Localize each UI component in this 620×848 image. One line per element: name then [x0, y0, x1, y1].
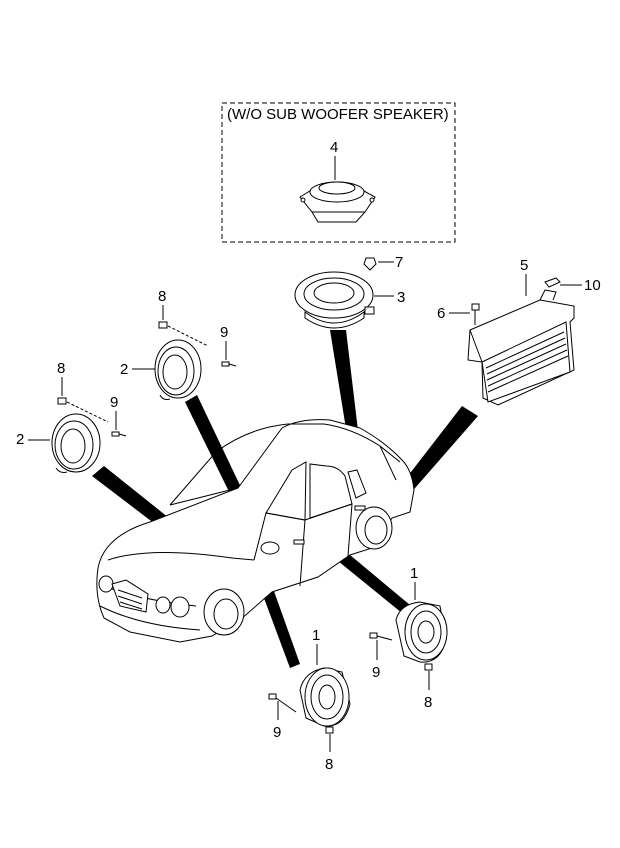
- screw-icon: [268, 693, 297, 713]
- clip-icon: [57, 397, 67, 405]
- callout-9-right: 9: [372, 664, 380, 681]
- subwoofer-option-box: (W/O SUB WOOFER SPEAKER) 4: [221, 102, 456, 243]
- callout-9-center: 9: [273, 724, 281, 741]
- callout-6: 6: [437, 305, 445, 322]
- box-title: (W/O SUB WOOFER SPEAKER): [227, 106, 449, 123]
- clip-icon: [325, 726, 334, 734]
- callout-8-upper: 8: [158, 288, 166, 305]
- callout-9-upper: 9: [220, 324, 228, 341]
- clip-icon: [363, 257, 377, 271]
- callout-1-right: 1: [410, 565, 418, 582]
- callout-8-center: 8: [325, 756, 333, 773]
- tweeter-speaker-icon: [51, 413, 101, 473]
- callout-10: 10: [584, 277, 601, 294]
- callout-4: 4: [330, 139, 338, 156]
- clip-icon: [158, 321, 168, 329]
- woofer-speaker-icon: [294, 271, 375, 329]
- screw-icon: [111, 431, 127, 437]
- callout-3: 3: [397, 289, 405, 306]
- callout-2-left: 2: [16, 431, 24, 448]
- callout-2-upper: 2: [120, 361, 128, 378]
- callout-8-left: 8: [57, 360, 65, 377]
- door-speaker-icon: [395, 601, 448, 663]
- screw-icon: [221, 361, 237, 367]
- flat-speaker-icon: [299, 181, 376, 223]
- callout-1-center: 1: [312, 627, 320, 644]
- door-speaker-icon: [299, 667, 351, 727]
- amplifier-icon: [467, 289, 575, 406]
- screw-icon: [369, 632, 393, 641]
- bracket-icon: [544, 277, 561, 288]
- callout-9-left: 9: [110, 394, 118, 411]
- callout-8-right: 8: [424, 694, 432, 711]
- clip-icon: [424, 663, 433, 671]
- callout-7: 7: [395, 254, 403, 271]
- callout-5: 5: [520, 257, 528, 274]
- car-icon: [96, 419, 415, 643]
- bolt-icon: [471, 303, 480, 325]
- tweeter-speaker-icon: [154, 339, 202, 400]
